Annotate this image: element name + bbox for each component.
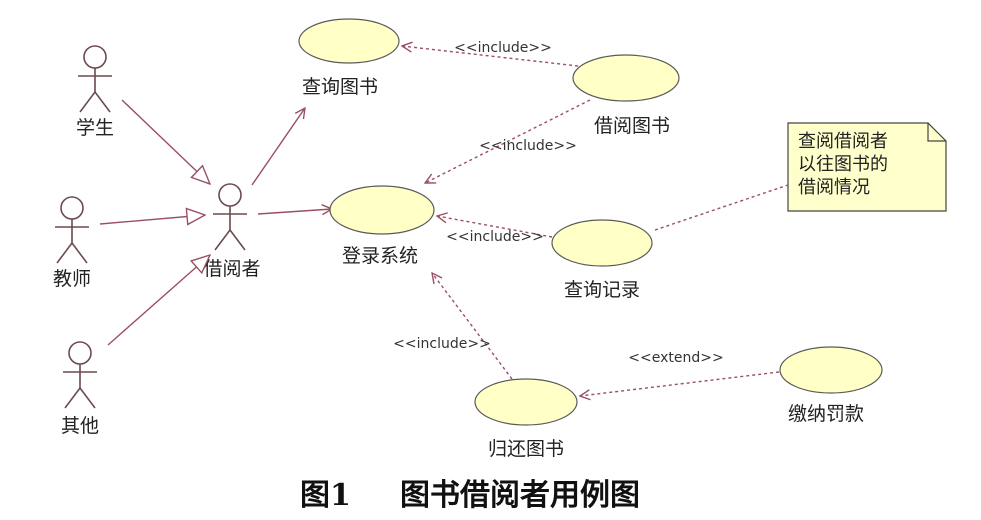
note-box-shape	[787, 122, 947, 212]
include-records-login	[437, 216, 553, 238]
note-line-3: 借阅情况	[798, 177, 870, 198]
actor-student: 学生	[76, 45, 114, 139]
use-case-return-books: 归还图书	[474, 378, 578, 460]
actor-other: 其他	[61, 341, 99, 437]
use-case-query-records: 查询记录	[551, 219, 653, 301]
use-case-query-books-label: 查询图书	[302, 76, 378, 98]
note-line-2: 以往图书的	[798, 154, 888, 175]
use-case-query-records-ellipse	[551, 219, 653, 267]
actor-borrower-figure	[213, 183, 247, 251]
use-case-query-records-label: 查询记录	[564, 279, 640, 301]
extend-label-pay-return: <<extend>>	[628, 350, 723, 366]
include-borrow-login	[425, 99, 591, 183]
use-case-pay-fine-label: 缴纳罚款	[788, 403, 864, 425]
use-case-pay-fine: 缴纳罚款	[779, 346, 883, 425]
use-case-borrow-books: 借阅图书	[572, 54, 680, 137]
include-label-borrow-query: <<include>>	[454, 40, 552, 56]
figure-title: 图书借阅者用例图	[400, 478, 640, 513]
actor-borrower: 借阅者	[203, 183, 261, 280]
use-case-borrow-books-label: 借阅图书	[594, 115, 670, 137]
actor-student-label: 学生	[76, 117, 114, 139]
actor-other-label: 其他	[61, 415, 99, 437]
actor-teacher-figure	[55, 196, 89, 264]
include-return-login	[432, 273, 513, 380]
generalization-teacher-borrower	[99, 215, 205, 224]
use-case-return-books-ellipse	[474, 378, 578, 426]
note-box: 查阅借阅者 以往图书的 借阅情况	[787, 122, 947, 212]
association-borrower-login	[257, 209, 332, 214]
extend-pay-return	[580, 371, 780, 396]
include-label-borrow-login: <<include>>	[479, 138, 577, 154]
use-case-login-system: 登录系统	[329, 185, 435, 267]
use-case-login-system-ellipse	[329, 185, 435, 235]
generalization-student-borrower	[121, 99, 210, 184]
use-case-return-books-label: 归还图书	[488, 438, 564, 460]
use-case-query-books: 查询图书	[298, 18, 400, 98]
actor-borrower-label: 借阅者	[203, 258, 260, 280]
association-borrower-query-books	[251, 108, 305, 186]
figure-label: 图1	[300, 478, 351, 513]
note-line-1: 查阅借阅者	[798, 131, 888, 152]
use-case-pay-fine-ellipse	[779, 346, 883, 394]
generalization-other-borrower	[107, 255, 210, 346]
include-label-return-login: <<include>>	[393, 336, 491, 352]
note-anchor-line	[654, 184, 789, 231]
actor-teacher-label: 教师	[53, 268, 91, 290]
actor-student-figure	[78, 45, 112, 113]
include-label-records-login: <<include>>	[446, 229, 544, 245]
use-case-borrow-books-ellipse	[572, 54, 680, 102]
note-box-fold	[927, 123, 946, 142]
actor-other-figure	[63, 341, 97, 409]
actor-teacher: 教师	[53, 196, 91, 290]
use-case-query-books-ellipse	[298, 18, 400, 64]
use-case-login-system-label: 登录系统	[342, 245, 418, 267]
